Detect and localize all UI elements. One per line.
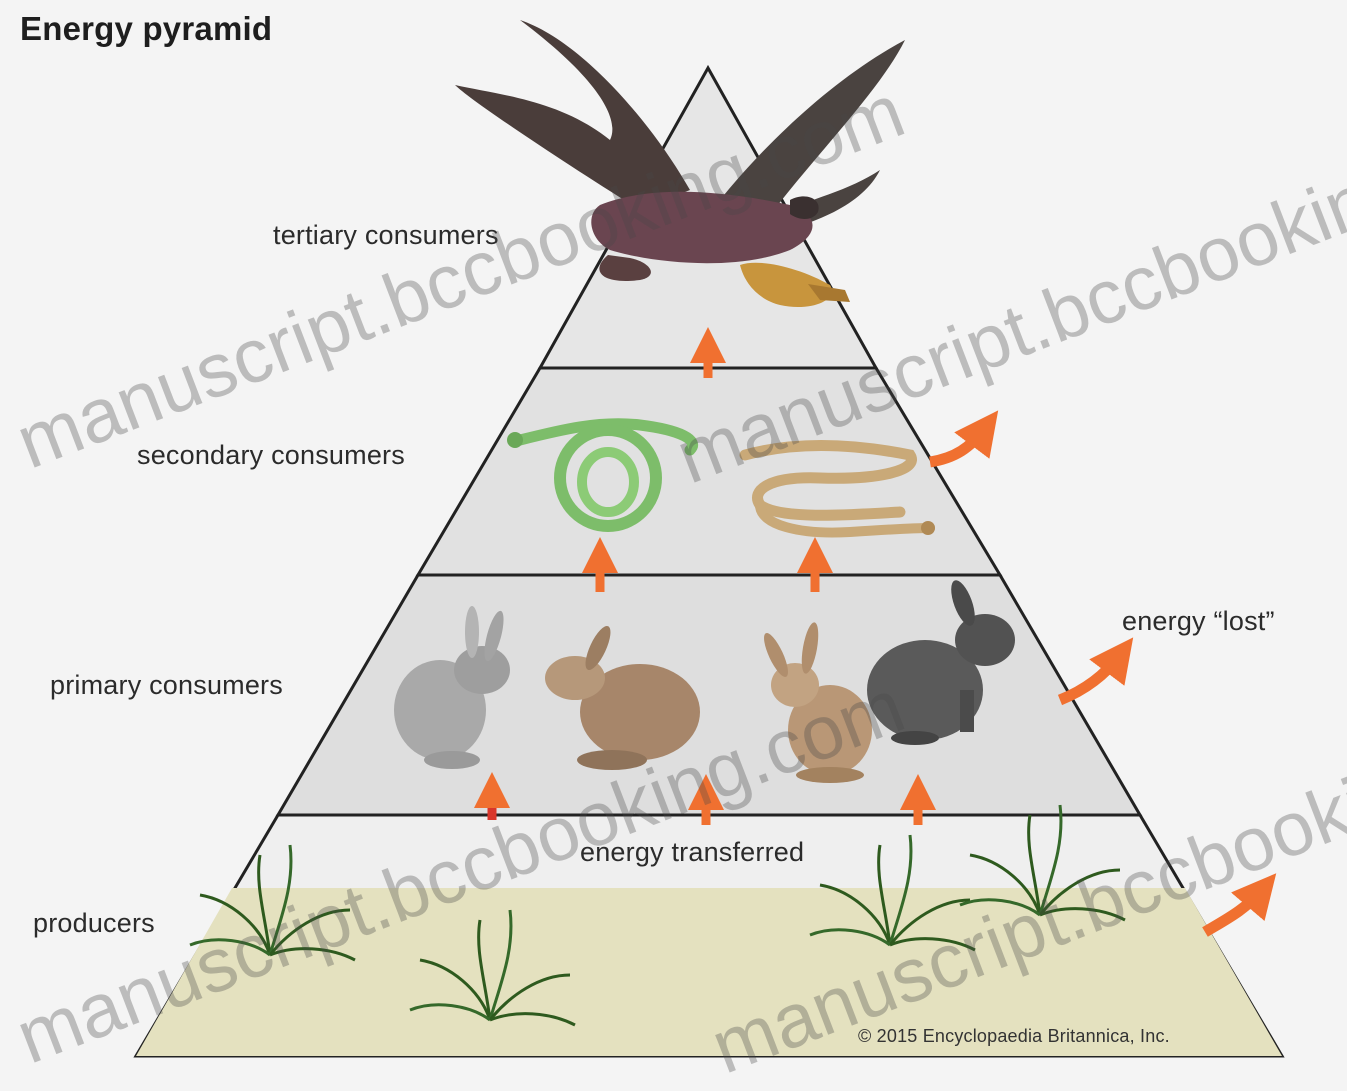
lost-arrow [1060,655,1120,700]
label-secondary-consumers: secondary consumers [137,440,405,471]
lost-arrow [930,428,985,462]
label-energy-lost: energy “lost” [1122,606,1275,637]
energy-pyramid-diagram: Energy pyramid tertiary consumers second… [0,0,1347,1059]
label-producers: producers [33,908,155,939]
diagram-title: Energy pyramid [20,10,272,48]
label-primary-consumers: primary consumers [50,670,283,701]
copyright-credit: © 2015 Encyclopaedia Britannica, Inc. [858,1026,1170,1047]
